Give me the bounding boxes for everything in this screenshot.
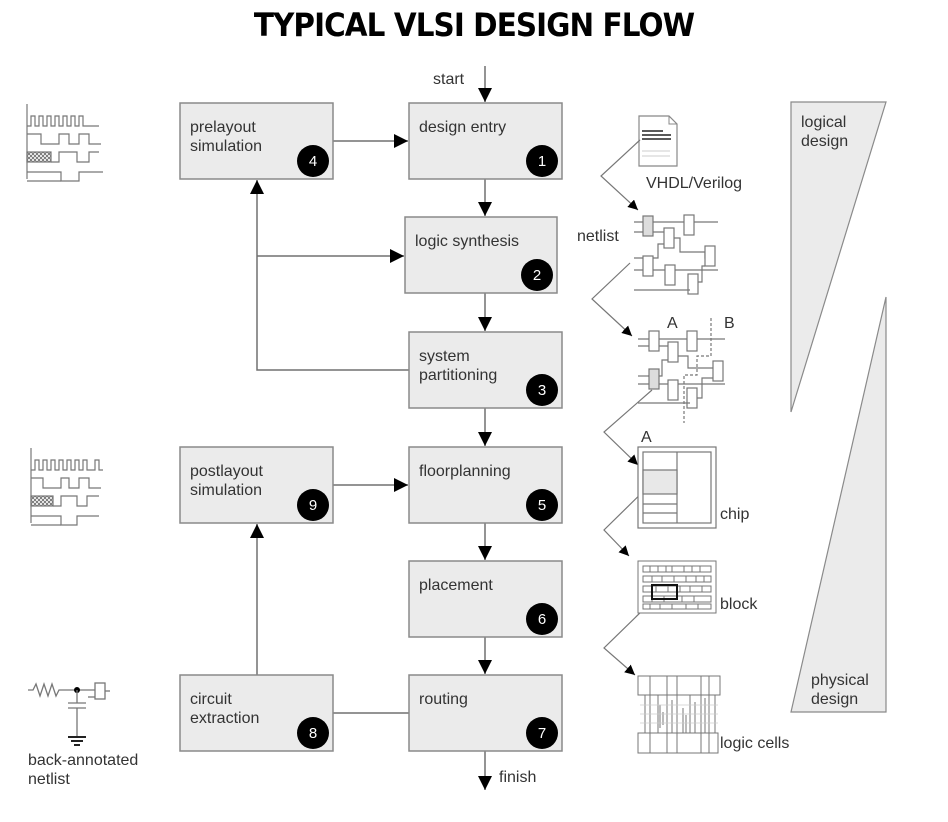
step-label: extraction [190,710,259,727]
hdl-document-icon [638,115,678,167]
flow-steps: design entry 1 logic synthesis 2 system parti… [179,102,563,752]
block-icon [637,560,717,614]
step-number: 7 [538,725,546,742]
step-box-floorplanning: floorplanning 5 [408,446,563,524]
step-number-badge [526,489,558,521]
step-box-placement: placement 6 [408,560,563,638]
partition-b-label: B [724,315,735,332]
step-label: design entry [419,119,506,136]
logic-cells-label: logic cells [720,735,789,752]
partitioned-netlist-icon [638,318,725,423]
physical-design-label-2: design [811,691,858,708]
chip-a-label: A [641,429,652,446]
step-label: simulation [190,138,262,155]
step-number-badge [526,603,558,635]
step-label: circuit [190,691,232,708]
step-number-badge [526,374,558,406]
step-number-badge [526,717,558,749]
chip-label: chip [720,506,749,523]
step-number: 5 [538,497,546,514]
step-number-badge [526,145,558,177]
step-number-badge [297,145,329,177]
step-number-badge [297,489,329,521]
back-annotated-label-2: netlist [28,771,70,788]
partition-a-label: A [667,315,678,332]
step-box-circuit-extraction: circuit extraction 8 [179,674,334,752]
back-annotated-label-1: back-annotated [28,752,138,769]
step-number: 6 [538,611,546,628]
step-label: partitioning [419,367,497,384]
logic-cells-icon [637,675,721,754]
rc-circuit-icon [28,681,110,746]
logical-design-phase: logical design [790,101,887,413]
hdl-label: VHDL/Verilog [646,175,742,192]
start-label: start [433,71,465,88]
step-number: 4 [309,153,317,170]
step-label: prelayout [190,119,256,136]
chip-floorplan-icon [637,446,717,529]
step-label: postlayout [190,463,263,480]
waveform-icon [30,448,103,526]
step-box-prelayout-simulation: prelayout simulation 4 [179,102,334,180]
physical-design-label-1: physical [811,672,869,689]
step-box-logic-synthesis: logic synthesis 2 [404,216,558,294]
step-number: 3 [538,382,546,399]
step-number-badge [297,717,329,749]
step-label: placement [419,577,493,594]
physical-design-phase: physical design [790,296,887,713]
netlist-schematic-icon [634,214,718,295]
step-number: 9 [309,497,317,514]
flow-connectors [250,66,492,790]
step-box-system-partitioning: system partitioning 3 [408,331,563,409]
step-number-badge [521,259,553,291]
step-number: 8 [309,725,317,742]
step-label: floorplanning [419,463,511,480]
block-label: block [720,596,758,613]
logical-design-label-1: logical [801,114,846,131]
waveform-icon [26,104,103,182]
step-label: logic synthesis [415,233,519,250]
step-label: simulation [190,482,262,499]
step-box-postlayout-simulation: postlayout simulation 9 [179,446,334,524]
step-box-routing: routing 7 [408,674,563,752]
step-number: 1 [538,153,546,170]
netlist-label: netlist [577,228,619,245]
finish-label: finish [499,769,536,786]
edge-3-to-feedback [250,180,409,371]
step-number: 2 [533,267,541,284]
step-box-design-entry: design entry 1 [408,102,563,180]
logical-design-label-2: design [801,133,848,150]
step-label: routing [419,691,468,708]
diagram-title: TYPICAL VLSI DESIGN FLOW [253,6,695,44]
step-label: system [419,348,470,365]
